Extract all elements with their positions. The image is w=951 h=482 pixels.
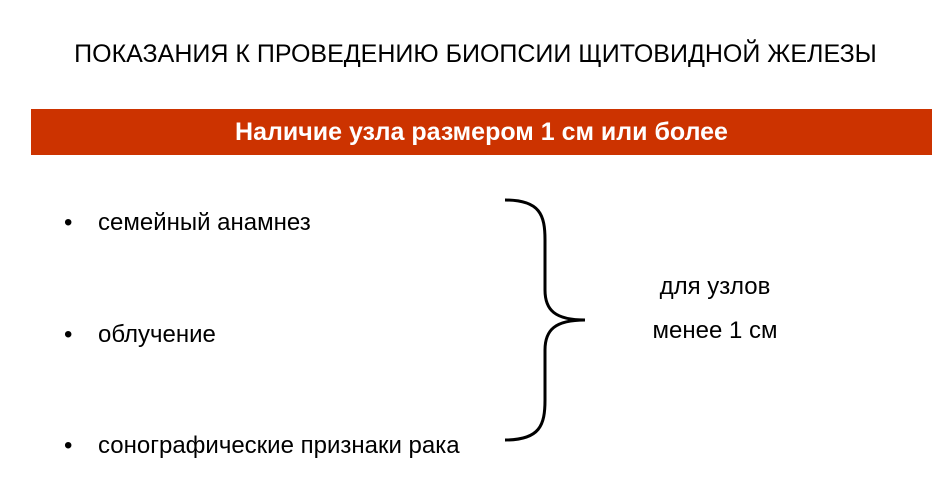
bullet-icon: • — [64, 321, 73, 348]
note-line-1: для узлов — [659, 273, 771, 300]
list-item-text: семейный анамнез — [98, 209, 311, 236]
list-item: • сонографические признаки рака — [64, 429, 518, 463]
small-nodes-note: для узлов менее 1 см — [600, 265, 830, 353]
indications-list: • семейный анамнез • облучение • сонографич… — [64, 206, 518, 459]
banner-text: Наличие узла размером 1 см или более — [235, 117, 728, 146]
bullet-icon: • — [64, 432, 73, 459]
list-item: • семейный анамнез — [64, 206, 498, 240]
curly-brace-icon — [504, 198, 586, 442]
condition-banner: Наличие узла размером 1 см или более — [31, 109, 932, 155]
slide-title: ПОКАЗАНИЯ К ПРОВЕДЕНИЮ БИОПСИИ ЩИТОВИДНО… — [74, 40, 877, 68]
list-item-text: облучение — [98, 321, 216, 348]
list-item: • облучение — [64, 318, 498, 352]
note-line-2: менее 1 см — [652, 317, 778, 344]
list-item-text: сонографические признаки рака — [98, 432, 460, 459]
bullet-icon: • — [64, 209, 73, 236]
